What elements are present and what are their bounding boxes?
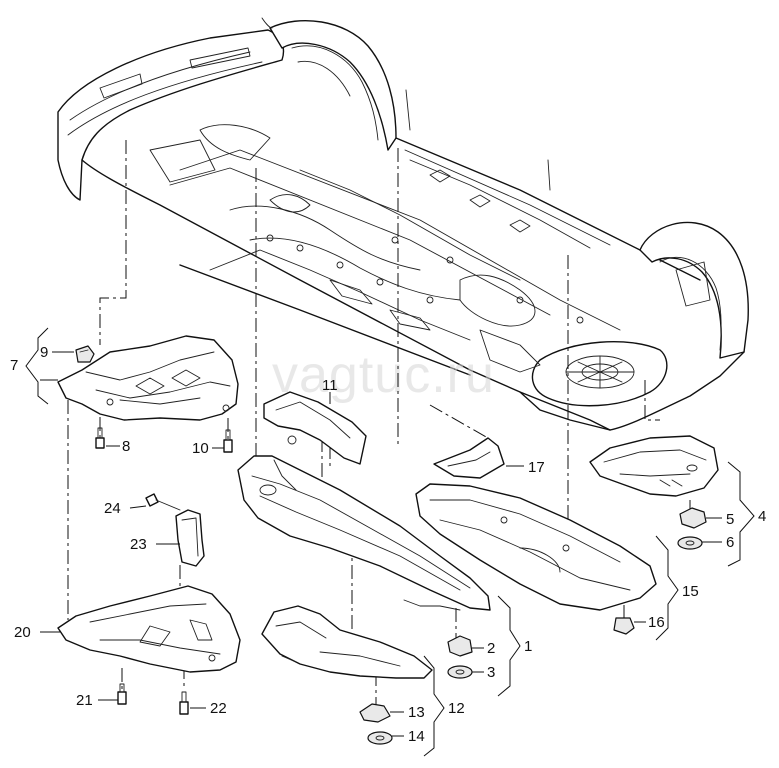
callout-10: 10: [192, 440, 209, 457]
callout-13: 13: [408, 704, 425, 721]
callout-brackets: [25, 327, 755, 757]
callout-3: 3: [487, 664, 495, 681]
clip-13: [359, 703, 391, 723]
callout-2: 2: [487, 640, 495, 657]
tunnel-heat-shield-1: [237, 455, 491, 611]
callout-8: 8: [122, 438, 130, 455]
callout-14: 14: [408, 728, 425, 745]
callout-labels: 7 9 8 10 11 17 4 5 6 15 16 1 2 3 12 13 1…: [10, 344, 766, 745]
callout-15: 15: [682, 583, 699, 600]
front-engine-undertray: [57, 335, 239, 421]
callout-21: 21: [76, 692, 93, 709]
callout-4: 4: [758, 508, 766, 525]
bolt-22: [179, 691, 189, 715]
callout-23: 23: [130, 536, 147, 553]
clip-5: [679, 507, 707, 529]
exhaust-heat-shield-15: [415, 483, 657, 611]
clip-2: [447, 635, 473, 657]
heat-shield-12: [261, 605, 433, 679]
callout-6: 6: [726, 534, 734, 551]
nut-16: [613, 617, 635, 635]
clip-9: [75, 345, 95, 363]
bracket-17: [433, 437, 505, 479]
callout-22: 22: [210, 700, 227, 717]
bolt-21: [117, 683, 127, 705]
callout-5: 5: [726, 511, 734, 528]
callout-1: 1: [524, 638, 532, 655]
callout-9: 9: [40, 344, 48, 361]
callout-24: 24: [104, 500, 121, 517]
callout-16: 16: [648, 614, 665, 631]
bolt-10: [223, 429, 233, 453]
watermark: vagtuc.ru: [272, 346, 495, 404]
callout-11: 11: [322, 377, 338, 394]
car-underbody: [57, 17, 749, 431]
washer-3: [447, 665, 473, 679]
callout-20: 20: [14, 624, 31, 641]
heat-shield-11: [263, 391, 367, 465]
screw-24: [145, 493, 181, 511]
bracket-23: [175, 509, 205, 567]
callout-7: 7: [10, 357, 18, 374]
callout-17: 17: [528, 459, 545, 476]
washer-14: [367, 731, 393, 745]
callout-12: 12: [448, 700, 465, 717]
bolt-8: [95, 427, 105, 449]
engine-undertray-20: [57, 585, 241, 673]
washer-6: [677, 536, 703, 550]
rear-heat-shield-4: [589, 435, 719, 497]
